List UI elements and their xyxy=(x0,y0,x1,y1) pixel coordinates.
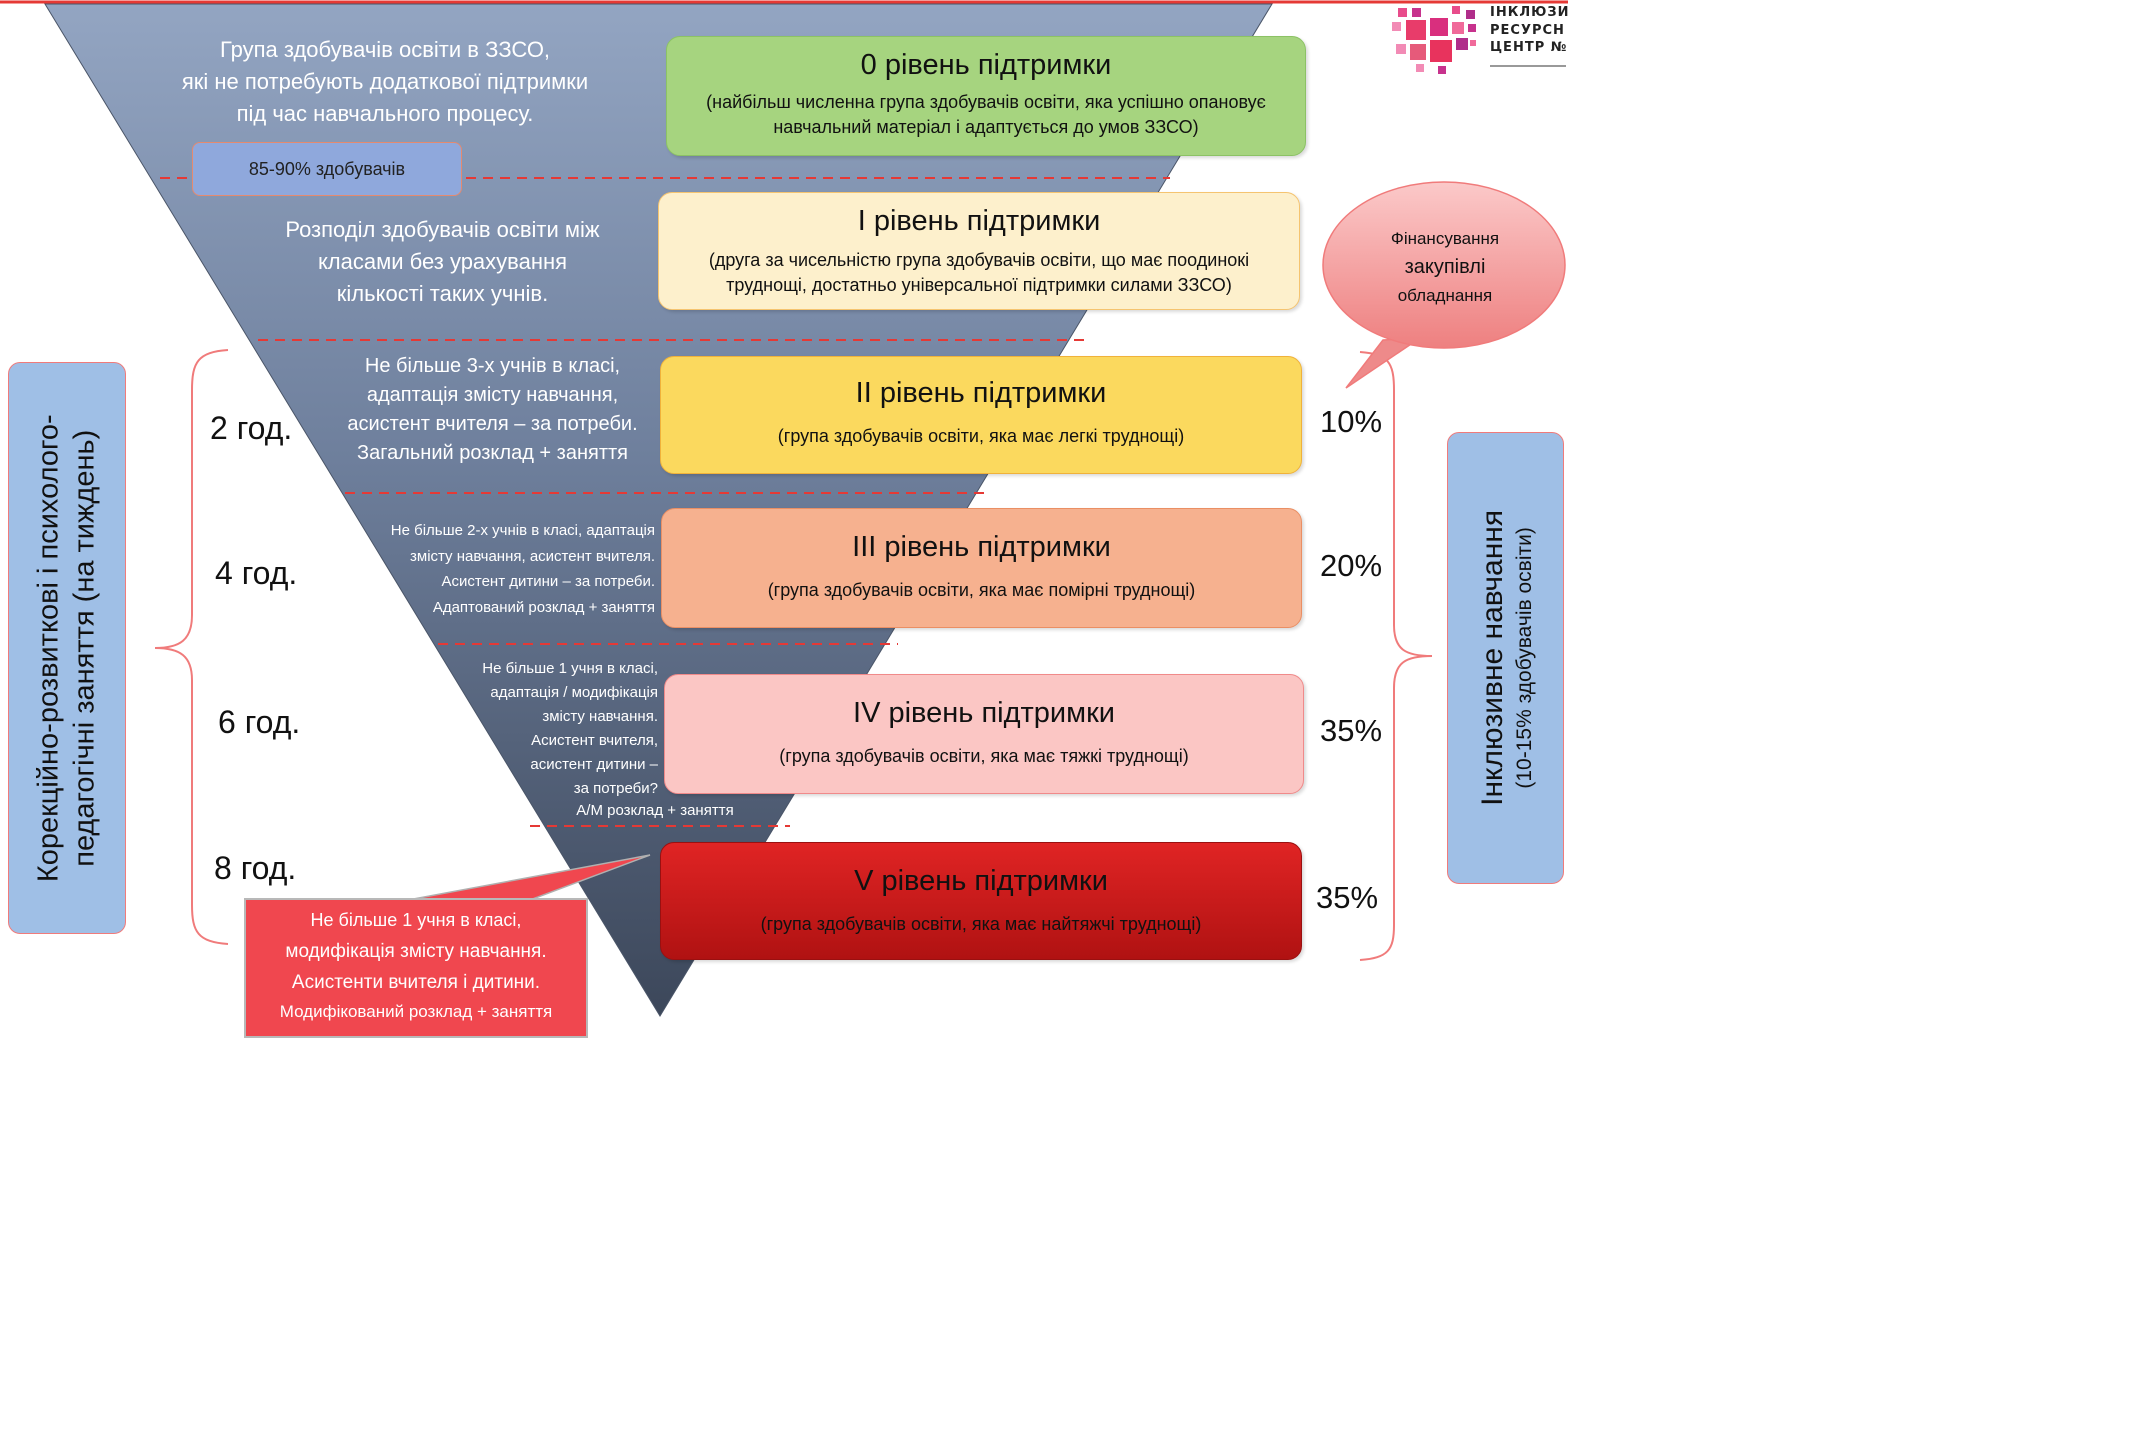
tri-text-line: Асистент дитини – за потреби. xyxy=(441,573,655,590)
level2-description: (група здобувачів освіти, яка має легкі … xyxy=(777,426,1185,446)
funding-bubble-shape xyxy=(1322,181,1566,349)
logo-line: ЦЕНТР № xyxy=(1490,40,1568,56)
percent-level2: 10% xyxy=(1320,404,1383,439)
left-panel-line: педагогічні заняття (на тиждень) xyxy=(69,429,102,867)
callout-line: Асистенти вчителя і дитини. xyxy=(291,972,541,994)
callout-line: Модифікований розклад + заняття xyxy=(279,1002,553,1022)
tri-text-line: за потреби? xyxy=(573,780,658,797)
level2-group-text: Не більше 3-х учнів в класі, адаптація з… xyxy=(330,352,655,468)
level5-title: V рівень підтримки xyxy=(854,865,1108,897)
level0-group-text: Група здобувачів освіти в ЗЗСО, які не п… xyxy=(150,34,620,130)
level2-box: II рівень підтримки (група здобувачів ос… xyxy=(660,356,1302,474)
level5-description: (група здобувачів освіти, яка має найтяж… xyxy=(760,914,1202,934)
level4-description: (група здобувачів освіти, яка має тяжкі … xyxy=(779,746,1189,766)
level2-title: II рівень підтримки xyxy=(855,377,1107,409)
right-panel-subtitle: (10-15% здобувачів освіти) xyxy=(1512,527,1536,789)
level3-description: (група здобувачів освіти, яка має помірн… xyxy=(767,580,1196,600)
level1-group-text: Розподіл здобувачів освіти між класами б… xyxy=(250,214,635,310)
level0-box: 0 рівень підтримки (найбільш численна гр… xyxy=(666,36,1306,156)
level3-title: III рівень підтримки xyxy=(852,531,1111,563)
logo-line: РЕСУРСН xyxy=(1490,22,1565,38)
tri-text-line: Розподіл здобувачів освіти між xyxy=(285,217,600,242)
logo-mark xyxy=(1392,6,1476,74)
level4-title: IV рівень підтримки xyxy=(853,697,1115,729)
level3-group-text: Не більше 2-х учнів в класі, адаптація з… xyxy=(370,518,655,620)
right-panel-inclusive: Інклюзивне навчання (10-15% здобувачів о… xyxy=(1447,432,1564,884)
hours-level3: 4 год. xyxy=(215,555,298,591)
hours-level4: 6 год. xyxy=(218,704,301,740)
left-panel-sessions: Корекційно-розвиткові і психолого- педаг… xyxy=(8,362,126,934)
level1-box: I рівень підтримки (друга за чисельністю… xyxy=(658,192,1300,310)
left-panel-line: Корекційно-розвиткові і психолого- xyxy=(32,414,65,882)
percent-level5: 35% xyxy=(1316,880,1379,915)
right-brace xyxy=(1359,351,1433,961)
funding-line: закупівлі xyxy=(1404,256,1486,279)
funding-line: обладнання xyxy=(1397,286,1493,306)
tri-text-line: класами без урахування xyxy=(317,248,568,274)
callout-line: модифікація змісту навчання. xyxy=(285,940,547,962)
funding-bubble-text: Фінансування закупівлі обладнання xyxy=(1350,226,1540,310)
tri-text-line: асистент вчителя – за потреби. xyxy=(347,413,638,435)
level4-group-text: Не більше 1 учня в класі, адаптація / мо… xyxy=(440,657,658,801)
funding-bubble-tail xyxy=(1345,337,1423,389)
tri-text-line: Не більше 3-х учнів в класі, xyxy=(364,355,621,377)
level-separators xyxy=(160,177,1170,827)
tri-text-line: Група здобувачів освіти в ЗЗСО, xyxy=(219,37,551,62)
callout-line: Не більше 1 учня в класі, xyxy=(310,910,522,930)
level5-box: V рівень підтримки (група здобувачів осв… xyxy=(660,842,1302,960)
percent-badge: 85-90% здобувачів xyxy=(192,142,462,196)
percent-level4: 35% xyxy=(1320,713,1383,748)
tri-text-line: Не більше 2-х учнів в класі, адаптація xyxy=(390,522,655,539)
tri-text-line: змісту навчання, асистент вчителя. xyxy=(410,547,655,565)
logo-text: ІНКЛЮЗИ РЕСУРСН ЦЕНТР № xyxy=(1490,4,1568,67)
tri-text-line: адаптація змісту навчання, xyxy=(366,384,619,406)
tri-text-line: кількості таких учнів. xyxy=(336,280,549,306)
tri-text-line: адаптація / модифікація xyxy=(490,684,658,701)
funding-line: Фінансування xyxy=(1390,229,1500,248)
level5-callout: Не більше 1 учня в класі, модифікація зм… xyxy=(244,898,588,1038)
tri-text-line: змісту навчання. xyxy=(542,708,658,725)
level1-description: (друга за чисельністю група здобувачів о… xyxy=(708,250,1250,296)
tri-text-line: які не потребують додаткової підтримки xyxy=(181,68,589,94)
tri-text-line: асистент дитини – xyxy=(530,756,658,773)
hours-level2: 2 год. xyxy=(210,410,293,446)
tri-text-line: Адаптований розклад + заняття xyxy=(432,598,655,616)
right-panel-title: Інклюзивне навчання xyxy=(1475,510,1509,806)
logo-line: ІНКЛЮЗИ xyxy=(1490,5,1568,20)
left-brace xyxy=(154,349,229,945)
level0-title: 0 рівень підтримки xyxy=(860,49,1112,81)
tri-text-line: під час навчального процесу. xyxy=(236,100,534,126)
level4-box: IV рівень підтримки (група здобувачів ос… xyxy=(664,674,1304,794)
tri-text-line: А/М розклад + заняття xyxy=(576,802,734,819)
percent-badge-label: 85-90% здобувачів xyxy=(248,158,406,179)
tri-text-line: Не більше 1 учня в класі, xyxy=(482,660,658,677)
level3-box: III рівень підтримки (група здобувачів о… xyxy=(661,508,1302,628)
level4-schedule-text: А/М розклад + заняття xyxy=(540,800,770,822)
tri-text-line: Асистент вчителя, xyxy=(531,732,658,749)
level1-title: I рівень підтримки xyxy=(857,205,1101,237)
logo-underline xyxy=(1490,64,1566,67)
tri-text-line: Загальний розклад + заняття xyxy=(357,442,628,464)
percent-level3: 20% xyxy=(1320,548,1383,583)
hours-level5: 8 год. xyxy=(214,850,297,886)
level0-description: (найбільш численна група здобувачів осві… xyxy=(706,92,1266,138)
